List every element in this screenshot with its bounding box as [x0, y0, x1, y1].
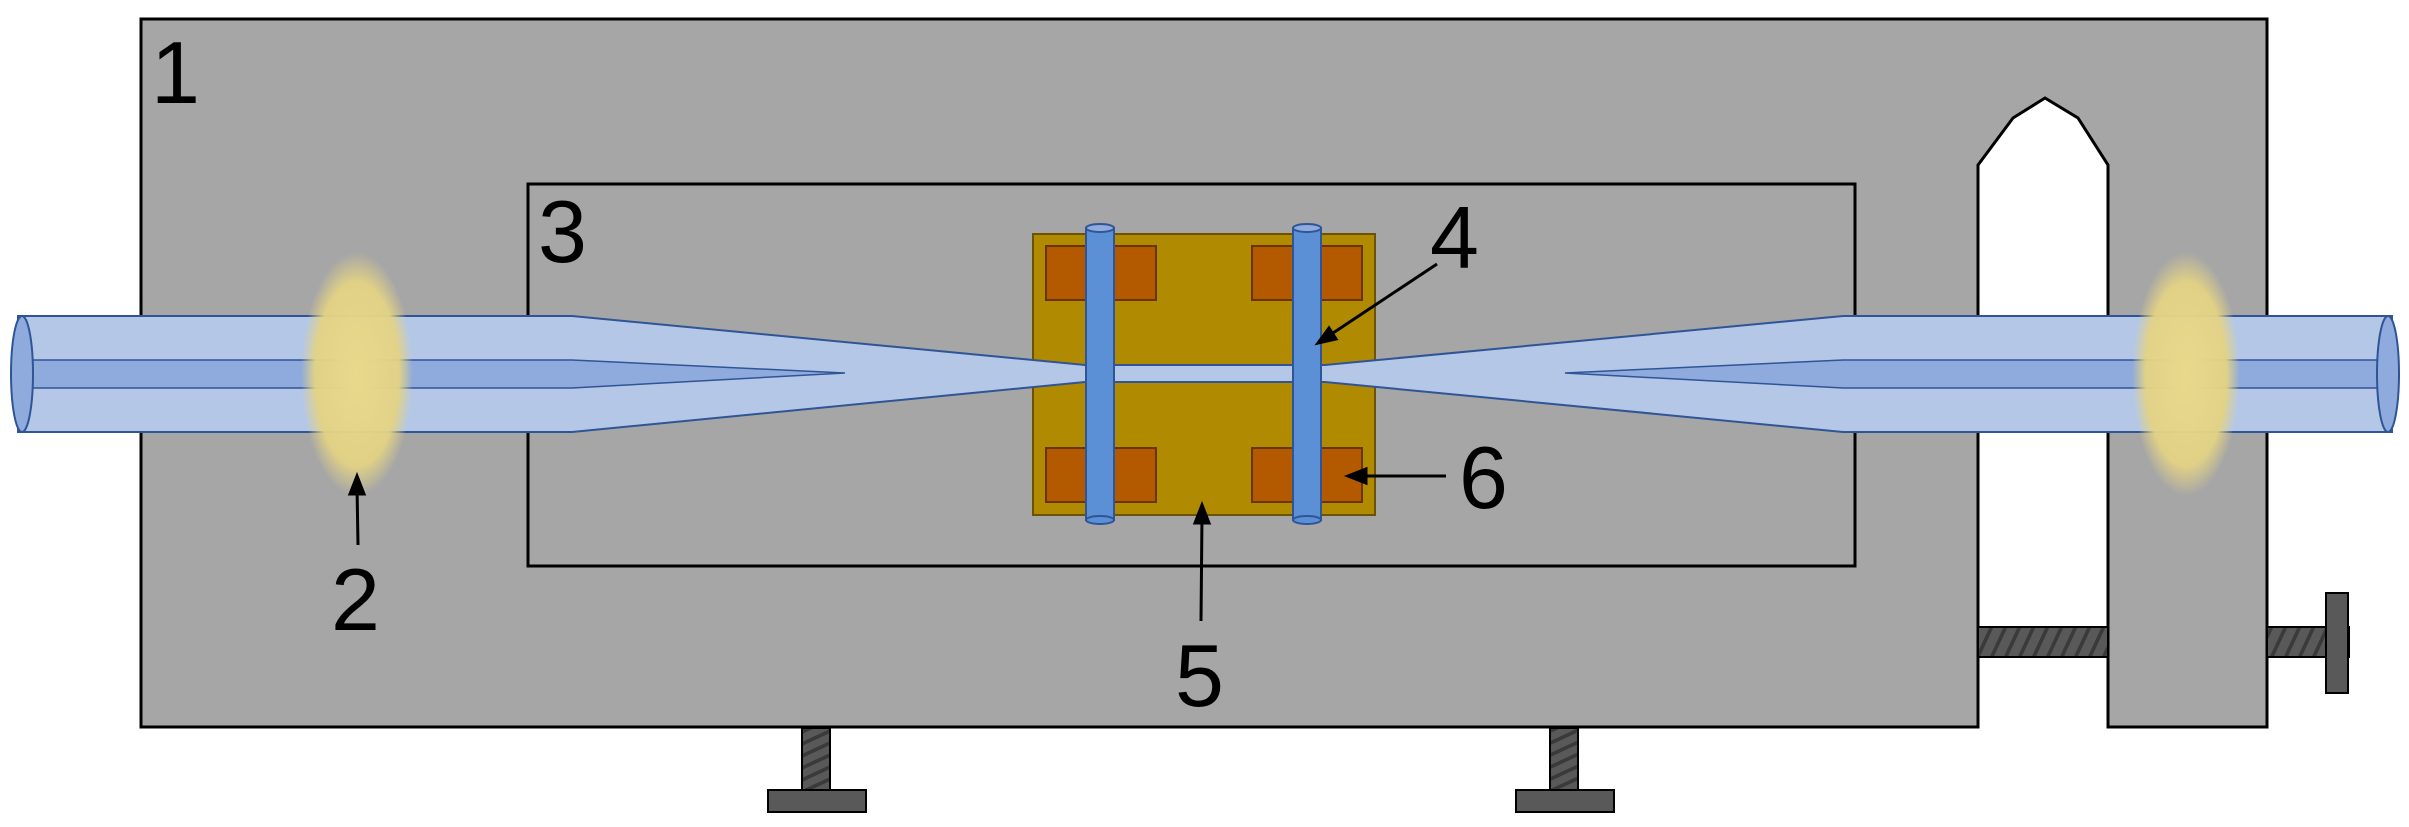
- label-glue: 2: [331, 550, 380, 649]
- glue-spot-left: [301, 252, 413, 496]
- label-frame: 1: [151, 23, 200, 122]
- glue-spot-right: [2132, 252, 2240, 496]
- clamp-pin-right-top: [1292, 223, 1322, 233]
- clamp-pin-right-bottom: [1292, 515, 1322, 525]
- arrow-6-head: [1343, 466, 1368, 486]
- arrow-4-head: [1314, 325, 1339, 346]
- arrow-2-head: [347, 471, 367, 496]
- callout-arrows: [347, 262, 1446, 622]
- right-foot-base: [1515, 789, 1615, 813]
- clamp-screw-shaft-inner: [1977, 626, 2109, 658]
- left-foot-stem: [801, 727, 831, 791]
- fiber-end-right: [2376, 315, 2400, 433]
- clamp-screw-knob: [2325, 592, 2349, 694]
- label-cavity: 3: [538, 182, 587, 281]
- clamp-screw: [1977, 592, 2350, 694]
- arrow-5-head: [1192, 500, 1212, 525]
- arrow-5: [1199, 514, 1204, 622]
- arrow-4: [1326, 262, 1438, 339]
- label-clamp-pin: 4: [1430, 188, 1479, 287]
- arrow-2: [355, 485, 360, 546]
- clamp-pin-right: [1292, 223, 1322, 525]
- clamp-pin-right-body: [1292, 227, 1322, 521]
- clamp-pin-left-body: [1085, 227, 1115, 521]
- label-heater-block: 5: [1175, 626, 1224, 725]
- left-foot: [767, 727, 867, 813]
- clamp-pin-left: [1085, 223, 1115, 525]
- right-foot: [1515, 727, 1615, 813]
- label-clamp-pad: 6: [1459, 428, 1508, 527]
- right-foot-stem: [1549, 727, 1579, 791]
- fiber-end-left: [10, 315, 34, 433]
- optical-fiber: [10, 315, 2400, 433]
- clamp-pin-left-top: [1085, 223, 1115, 233]
- clamp-pin-left-bottom: [1085, 515, 1115, 525]
- left-foot-base: [767, 789, 867, 813]
